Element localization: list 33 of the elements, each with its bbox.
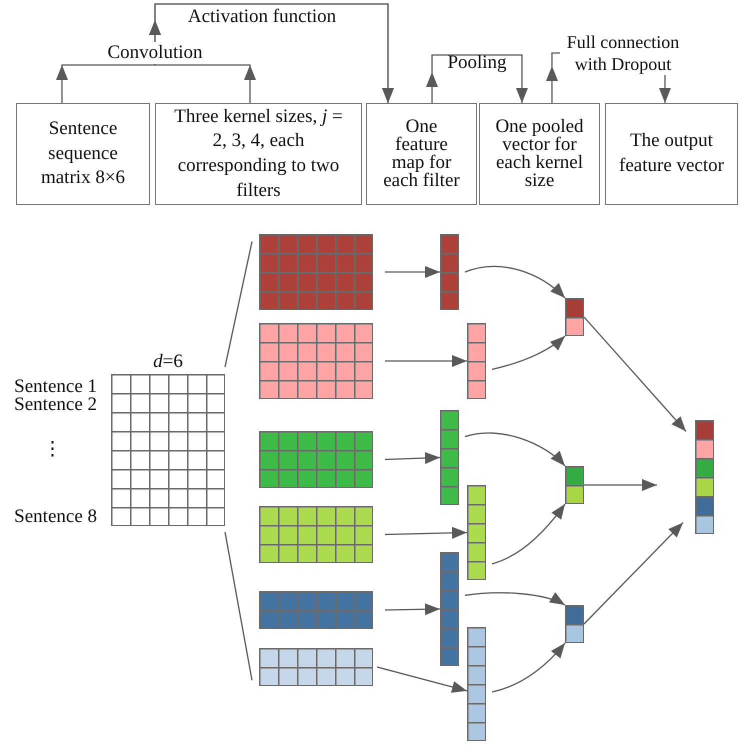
feature-map [467, 485, 486, 580]
filter-matrix [259, 591, 373, 629]
filter-matrix [259, 648, 373, 686]
output-vector [695, 420, 714, 534]
feature-map [440, 234, 459, 310]
feature-map [467, 323, 486, 399]
pooled-vector [565, 605, 584, 643]
filter-matrix [259, 506, 373, 563]
pooled-vector [565, 298, 584, 336]
edge-label: Pooling [446, 52, 508, 74]
row-label: ⋮ [43, 440, 62, 460]
dimension-label: d=6 [153, 350, 183, 374]
filter-matrix [259, 431, 373, 488]
feature-map [440, 552, 459, 666]
box-label: Sentence sequence matrix 8×6 [40, 116, 126, 190]
filter-matrix [259, 234, 373, 310]
filter-matrix [259, 323, 373, 399]
process-box [479, 103, 600, 205]
feature-map [467, 627, 486, 741]
process-box [16, 103, 150, 205]
box-label: Three kernel sizes, j = 2, 3, 4, each corresponding to two filters [173, 104, 344, 203]
process-box [155, 103, 362, 205]
operation-label: Convolution [106, 42, 204, 64]
box-label: The output feature vector [618, 129, 725, 178]
row-label: Sentence 1 [14, 377, 97, 397]
box-label: One pooled vector for each kernel size [494, 118, 585, 190]
row-label: Sentence 8 [14, 507, 97, 527]
process-box [366, 103, 477, 205]
row-label: Sentence 2 [14, 395, 97, 415]
box-label: One feature map for each filter [382, 118, 461, 190]
feature-map [440, 410, 459, 505]
process-box [605, 103, 738, 205]
pooled-vector [565, 466, 584, 504]
